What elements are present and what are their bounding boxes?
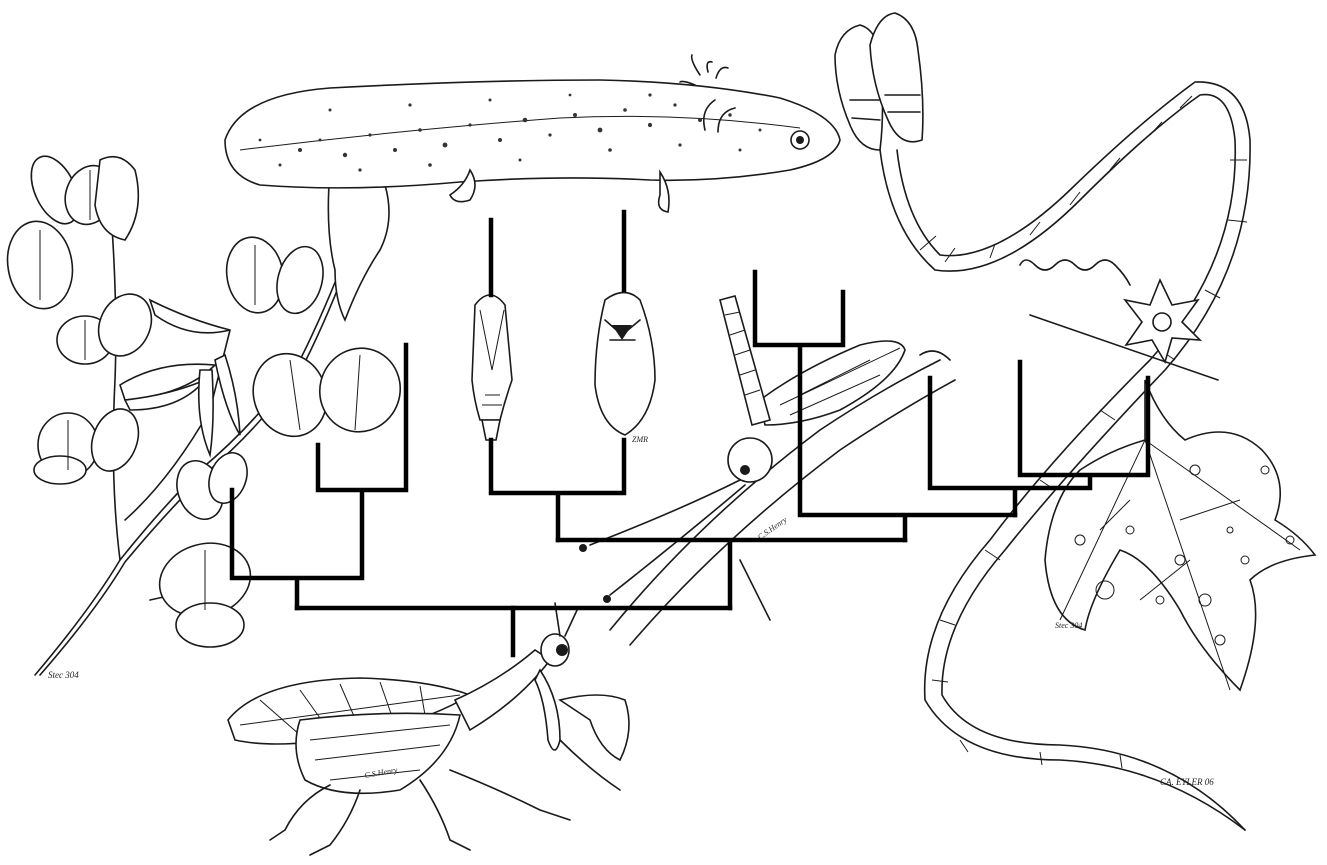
legume-signature: Stec 304 (48, 670, 79, 680)
legume-plant-illustration: Stec 304 (1, 149, 412, 680)
mantispid-illustration: C.S.Henry (228, 603, 629, 855)
pupa-dorsal-illustration: ZMR (595, 293, 655, 445)
lacewing-signature: C.S.Henry (756, 515, 789, 542)
algal-filament-illustration: CA. EYLER 06 (835, 13, 1250, 830)
pupa-ventral-illustration (472, 295, 512, 440)
pupa-signature: ZMR (632, 435, 648, 444)
phylogenetic-tree (232, 212, 1148, 655)
star-flower-icon (1125, 280, 1200, 362)
leaf-signature: Stec 304 (1055, 621, 1082, 630)
salamander-larva-illustration (225, 55, 840, 212)
alga-signature: CA. EYLER 06 (1160, 777, 1214, 787)
